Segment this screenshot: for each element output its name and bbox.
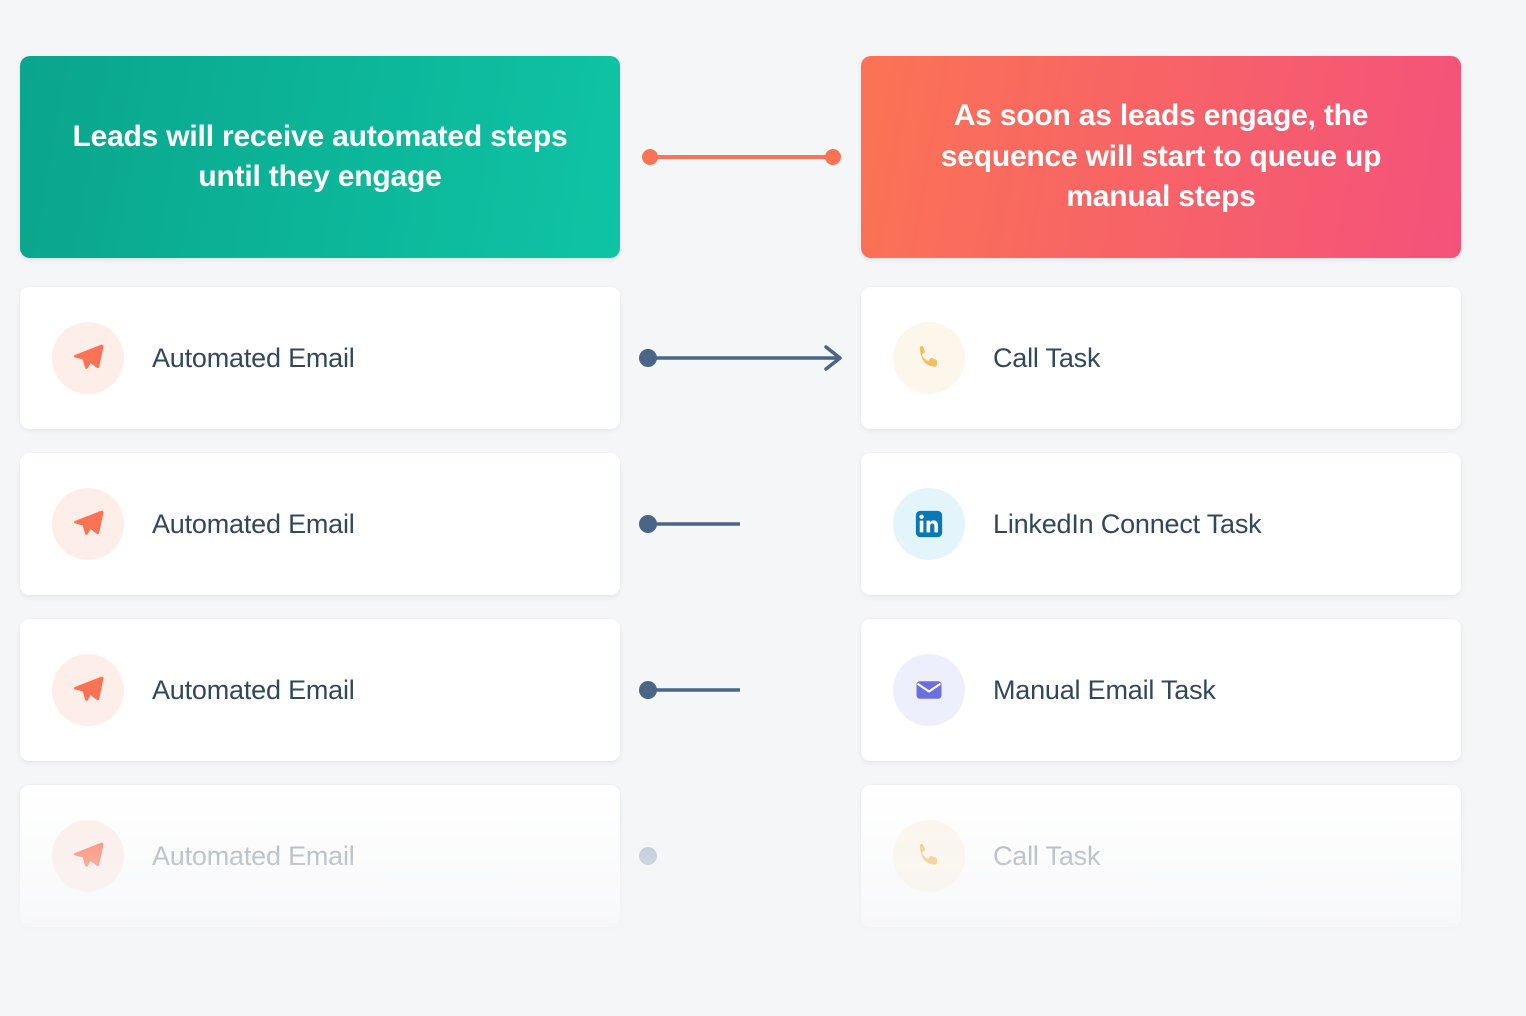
left-step-label: Automated Email (152, 342, 355, 373)
right-step-label: Call Task (993, 342, 1101, 373)
left-step-label: Automated Email (152, 840, 355, 871)
envelope-icon (893, 654, 965, 726)
banner-right-text: As soon as leads engage, the sequence wi… (940, 99, 1382, 214)
branch-dot (639, 847, 657, 865)
left-step-label: Automated Email (152, 508, 355, 539)
branch-row-2 (639, 515, 740, 533)
left-step-card-1[interactable]: Automated Email (20, 287, 620, 429)
banner-automated-steps: Leads will receive automated steps until… (20, 56, 620, 258)
send-icon (52, 488, 124, 560)
banner-link (642, 149, 841, 165)
branch-dot (639, 681, 657, 699)
arrow-right-icon (824, 345, 842, 371)
banner-left-text: Leads will receive automated steps until… (72, 119, 568, 194)
right-step-card-4[interactable]: Call Task (861, 785, 1461, 927)
right-step-card-1[interactable]: Call Task (861, 287, 1461, 429)
branch-row-1 (639, 345, 842, 371)
left-step-card-4[interactable]: Automated Email (20, 785, 620, 927)
phone-icon (893, 322, 965, 394)
send-icon (52, 322, 124, 394)
right-step-label: Call Task (993, 840, 1101, 871)
banner-link-dot-right (825, 149, 841, 165)
linkedin-icon (893, 488, 965, 560)
branch-row-4 (639, 847, 740, 865)
send-icon (52, 820, 124, 892)
left-step-card-3[interactable]: Automated Email (20, 619, 620, 761)
left-step-label: Automated Email (152, 674, 355, 705)
phone-icon (893, 820, 965, 892)
send-icon (52, 654, 124, 726)
right-step-card-3[interactable]: Manual Email Task (861, 619, 1461, 761)
banner-link-dot-left (642, 149, 658, 165)
left-step-card-2[interactable]: Automated Email (20, 453, 620, 595)
branch-dot (639, 515, 657, 533)
branch-row-3 (639, 681, 740, 699)
branch-dot (639, 349, 657, 367)
right-step-card-2[interactable]: LinkedIn Connect Task (861, 453, 1461, 595)
right-step-label: LinkedIn Connect Task (993, 508, 1262, 539)
right-step-label: Manual Email Task (993, 674, 1216, 705)
banner-manual-steps: As soon as leads engage, the sequence wi… (861, 56, 1461, 258)
